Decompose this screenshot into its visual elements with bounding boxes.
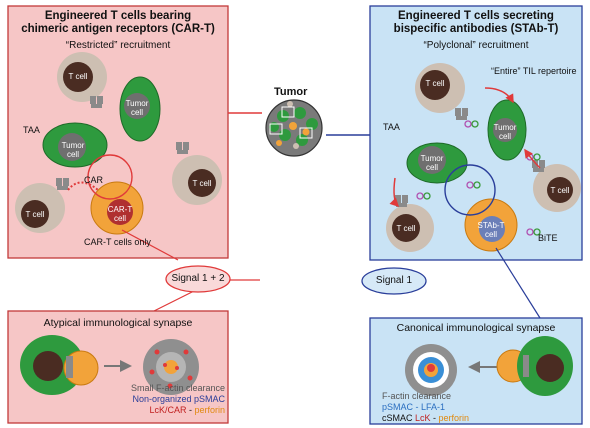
arrow-til [484, 87, 514, 104]
arrow-right-tcell [524, 148, 541, 169]
right-tcell-right [533, 164, 581, 212]
left-recruitment: “Restricted” recruitment [65, 40, 171, 51]
left-tcell-right-label: T cell [192, 179, 212, 188]
right-stabt-label: STAb-T cell [477, 221, 505, 239]
left-tcell-bottom [15, 183, 65, 233]
signal-left-label: Signal 1 + 2 [171, 273, 225, 284]
left-cart-cell [90, 181, 144, 235]
right-tumor-top-label: Tumor cell [493, 123, 517, 141]
right-panel-title: Engineered T cells secreting bispecific … [370, 10, 582, 36]
left-title-line1: Engineered T cells bearing [44, 10, 192, 22]
right-tcell-top-label: T cell [425, 79, 445, 88]
right-syn-perforin: perforin [438, 413, 470, 423]
right-syn-line1: F-actin clearance [382, 391, 452, 401]
left-syn-line3: LcK/CAR - perforin [125, 405, 225, 416]
right-syn-lck: LcK [415, 413, 431, 423]
left-tumor-cell-main-label: Tumor cell [61, 141, 85, 159]
right-til-label: “Entire” TIL repertoire [491, 66, 577, 76]
right-tcell-bottom [386, 204, 434, 252]
left-synapse-title: Atypical immunological synapse [43, 317, 193, 329]
right-recruitment: “Polyclonal” recruitment [423, 40, 529, 51]
right-syn-line3: cSMAC LcK - perforin [382, 413, 512, 424]
signal-right-bubble [361, 267, 427, 295]
signal-right-label: Signal 1 [375, 275, 413, 286]
left-tcell-bottom-label: T cell [25, 210, 45, 219]
right-title-line1: Engineered T cells secreting [398, 10, 554, 22]
left-tumor-cell-right [119, 76, 161, 142]
left-tcell-top-label: T cell [68, 72, 88, 81]
right-stabt-cell [464, 198, 518, 252]
left-tcell-top [57, 52, 107, 102]
left-synapse-highlight [87, 154, 133, 200]
left-syn-lck: LcK/CAR [149, 405, 187, 415]
bite-molecules [416, 120, 541, 236]
right-tcell-right-label: T cell [550, 186, 570, 195]
right-title-line2: bispecific antibodies (STAb-T) [393, 23, 559, 35]
left-panel-title: Engineered T cells bearing chimeric anti… [8, 10, 228, 36]
left-receptors [56, 96, 189, 190]
left-syn-line2: Non-organized pSMAC [132, 394, 225, 404]
left-syn-dash: - [186, 405, 195, 415]
right-syn-dash: - [430, 413, 439, 423]
left-tumor-cell-main [42, 122, 108, 168]
right-synapse-illustration [405, 336, 573, 396]
right-synapse-highlight [444, 164, 496, 216]
left-tcell-right [172, 155, 222, 205]
left-tumor-cell-right-label: Tumor cell [125, 99, 149, 117]
left-footer: CAR-T cells only [84, 237, 151, 247]
left-title-line2: chimeric antigen receptors (CAR-T) [21, 23, 215, 35]
left-syn-line1: Small F-actin clearance [130, 383, 225, 393]
right-tumor-cell-top [487, 99, 527, 161]
right-bite-label: BiTE [538, 233, 558, 243]
right-syn-line2: pSMAC - LFA-1 [382, 402, 446, 412]
right-tcell-top [415, 63, 465, 113]
left-cart-cell-label: CAR-T cell [107, 205, 133, 223]
signal-left-bubble [165, 265, 231, 293]
left-synapse-illustration [20, 335, 199, 395]
right-tcell-bottom-label: T cell [396, 224, 416, 233]
right-syn-csmac: cSMAC [382, 413, 416, 423]
tumor-label: Tumor [274, 86, 308, 98]
left-syn-perforin: perforin [194, 405, 225, 415]
left-car-label: CAR [84, 175, 104, 185]
right-taa-label: TAA [383, 122, 400, 132]
tumor-mass [265, 99, 323, 157]
right-tumor-main-label: Tumor cell [420, 154, 444, 172]
left-synapse-text: Small F-actin clearance Non-organized pS… [125, 383, 225, 416]
arrow-left-tcell [389, 177, 400, 208]
right-synapse-title: Canonical immunological synapse [396, 322, 556, 334]
left-taa-label: TAA [23, 125, 40, 135]
right-synapse-text: F-actin clearance pSMAC - LFA-1 cSMAC Lc… [382, 391, 512, 424]
